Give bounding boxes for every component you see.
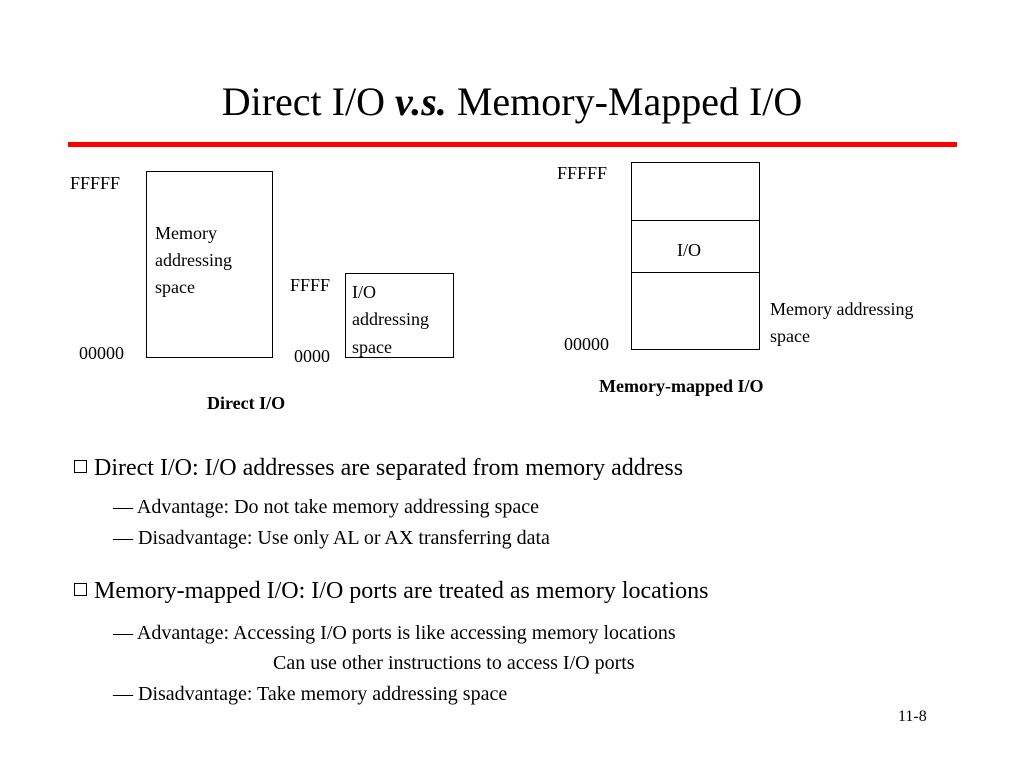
checkbox-bullet-icon <box>74 460 87 473</box>
slide-title: Direct I/O v.s. Memory-Mapped I/O <box>221 79 803 124</box>
mmio-bottom-address: 00000 <box>564 334 609 354</box>
checkbox-bullet-icon <box>74 583 87 596</box>
page-number: 11-8 <box>898 708 927 725</box>
io-space-label-1: I/O <box>352 282 376 302</box>
title-divider <box>68 142 957 147</box>
mmio-divider-upper <box>631 220 760 221</box>
io-space-box <box>345 273 454 358</box>
memory-space-label-3: space <box>155 277 195 297</box>
io-space-label-2: addressing <box>352 309 429 329</box>
mmio-disadvantage: — Disadvantage: Take memory addressing s… <box>113 683 508 705</box>
direct-io-caption: Direct I/O <box>207 393 286 413</box>
memory-space-box <box>146 171 273 358</box>
mmio-caption: Memory-mapped I/O <box>599 376 764 396</box>
direct-io-disadvantage: — Disadvantage: Use only AL or AX transf… <box>113 527 550 549</box>
memory-top-address: FFFFF <box>70 173 121 193</box>
io-space-label-3: space <box>352 337 392 357</box>
mmio-advantage-continued: Can use other instructions to access I/O… <box>273 652 635 674</box>
memory-bottom-address: 00000 <box>79 343 124 363</box>
mmio-advantage: — Advantage: Accessing I/O ports is like… <box>113 622 676 644</box>
bullet-memory-mapped-io: Memory-mapped I/O: I/O ports are treated… <box>74 576 708 606</box>
mmio-memory-label-1: Memory addressing <box>770 299 914 319</box>
mmio-memory-label-2: space <box>770 326 810 346</box>
memory-space-label-1: Memory <box>155 223 217 243</box>
io-top-address: FFFF <box>290 275 331 295</box>
mmio-divider-lower <box>631 272 760 273</box>
bullet-direct-io: Direct I/O: I/O addresses are separated … <box>74 453 683 483</box>
title-emphasis: v.s. <box>394 79 447 124</box>
mmio-address-space-box <box>631 162 760 350</box>
mmio-top-address: FFFFF <box>557 163 608 183</box>
mmio-io-region-label: I/O <box>677 240 701 260</box>
io-bottom-address: 0000 <box>294 346 330 366</box>
memory-space-label-2: addressing <box>155 250 232 270</box>
direct-io-advantage: — Advantage: Do not take memory addressi… <box>113 496 539 518</box>
